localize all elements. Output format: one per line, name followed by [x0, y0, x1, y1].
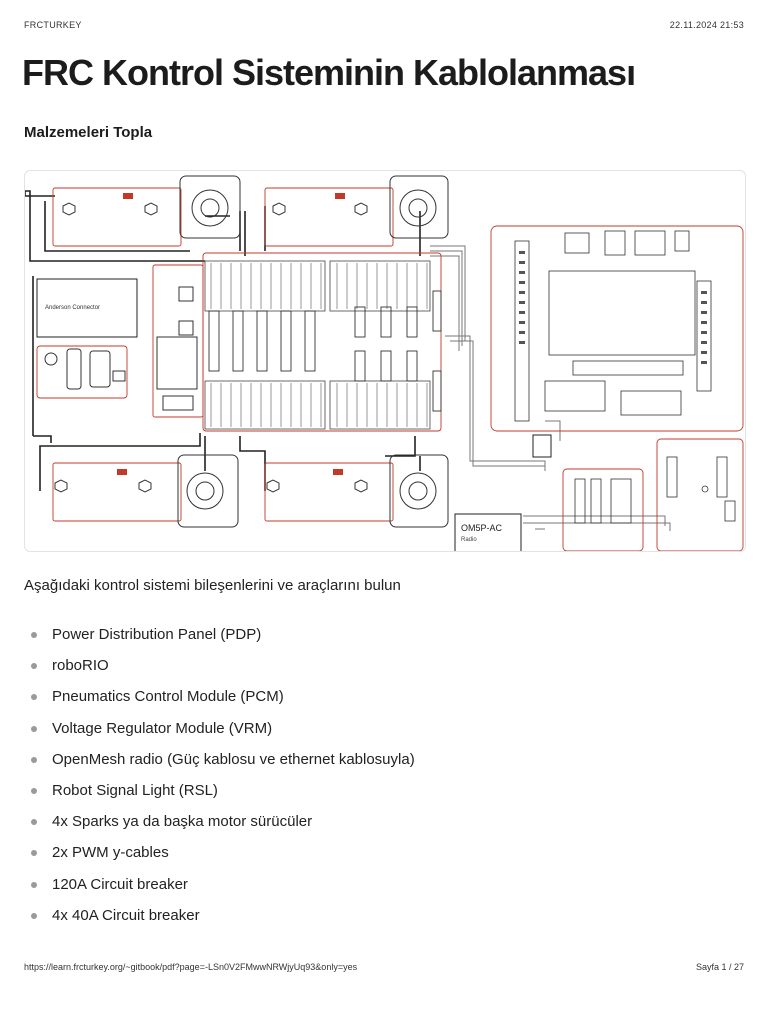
bullet-icon	[31, 819, 37, 826]
bullet-icon	[31, 725, 37, 732]
radio-sublabel: Radio	[461, 537, 477, 543]
site-name: FRCTURKEY	[24, 20, 82, 30]
page-header: FRCTURKEY 22.11.2024 21:53	[24, 20, 744, 32]
bullet-icon	[31, 756, 37, 763]
page-number: Sayfa 1 / 27	[695, 962, 744, 972]
page-title: FRC Kontrol Sisteminin Kablolanması	[22, 52, 636, 93]
list-item: Pneumatics Control Module (PCM)	[24, 686, 415, 717]
bullet-icon	[31, 850, 37, 857]
bullet-icon	[31, 787, 37, 794]
source-url[interactable]: https://learn.frcturkey.org/~gitbook/pdf…	[24, 962, 358, 972]
component-list: Power Distribution Panel (PDP) roboRIO P…	[24, 624, 415, 936]
bullet-icon	[31, 694, 37, 701]
list-item: Robot Signal Light (RSL)	[24, 780, 415, 811]
anderson-label: Anderson Connector	[45, 305, 100, 311]
list-item: Power Distribution Panel (PDP)	[24, 624, 415, 655]
bullet-icon	[31, 912, 37, 919]
radio-label: OM5P-AC	[461, 523, 503, 533]
bullet-icon	[31, 663, 37, 670]
list-item: 4x Sparks ya da başka motor sürücüler	[24, 811, 415, 842]
list-item: 4x 40A Circuit breaker	[24, 905, 415, 936]
list-item: OpenMesh radio (Güç kablosu ve ethernet …	[24, 749, 415, 780]
list-item: 2x PWM y-cables	[24, 842, 415, 873]
wiring-diagram: Anderson Connector	[24, 170, 746, 552]
list-item: Voltage Regulator Module (VRM)	[24, 718, 415, 749]
list-item: 120A Circuit breaker	[24, 874, 415, 905]
bullet-icon	[31, 881, 37, 888]
print-datetime: 22.11.2024 21:53	[669, 20, 744, 30]
bullet-icon	[31, 632, 37, 638]
intro-text: Aşağıdaki kontrol sistemi bileşenlerini …	[24, 577, 401, 594]
section-heading: Malzemeleri Topla	[24, 124, 153, 141]
list-item: roboRIO	[24, 655, 415, 686]
